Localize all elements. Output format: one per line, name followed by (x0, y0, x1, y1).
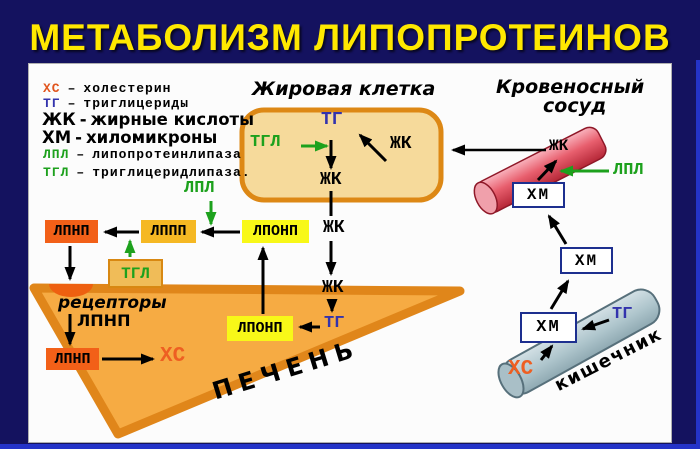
fa-chain-lower-label: ЖК (322, 278, 344, 298)
legend-row-lipoprotein-lipase: ЛПЛ–липопротеинлипаза (43, 147, 242, 162)
fa-vessel-label: ЖК (549, 137, 569, 155)
tg-in-cell-label: ТГ (321, 110, 343, 130)
legend-row-chylomicrons: ХМ-хиломикроны (42, 128, 218, 147)
arrow-xm-low-to-mid (549, 279, 570, 310)
legend-row-triglyceride-lipase: ТГЛ–триглицеридлипаза. (43, 165, 251, 180)
fat-cell-title: Жировая клетка (252, 78, 436, 100)
page-title: МЕТАБОЛИЗМ ЛИПОПРОТЕИНОВ (29, 17, 671, 58)
chol-liver-label: ХС (160, 345, 186, 368)
legend-row-cholesterol: ХС–холестерин (43, 81, 172, 96)
vldl-liver-box: ЛПОНП (227, 316, 293, 341)
fa-right-label: ЖК (390, 134, 412, 154)
blood-vessel-shape (473, 126, 607, 215)
legend-abbr: ХМ (42, 128, 72, 147)
legend-abbr: ЛПЛ (43, 147, 70, 162)
idl-box: ЛППП (141, 220, 196, 243)
arrow-chol-to-xm (539, 344, 554, 361)
xm-mid-box: ХМ (560, 247, 613, 274)
xm-intestine-box: ХМ (520, 312, 577, 343)
fa-bottom-label: ЖК (320, 170, 342, 190)
receptors-label: рецепторы (58, 293, 167, 313)
vessel-title-line1: Кровеносный (496, 76, 645, 98)
legend-abbr: ТГ (43, 96, 61, 111)
ldl-receptor-notch (49, 284, 93, 297)
right-accent-line (696, 60, 700, 449)
bottom-accent-line (0, 444, 700, 449)
intestine-shape (497, 288, 661, 399)
arrow-xm-mid-to-vessel (547, 214, 568, 245)
tgl-in-cell-label: ТГЛ (250, 133, 281, 152)
tgl-enzyme-box: ТГЛ (108, 259, 163, 288)
fat-cell-shape (239, 107, 444, 203)
arrow-fa-to-tg (358, 133, 388, 163)
vldl-box: ЛПОНП (242, 220, 309, 243)
lpl-vessel-label: ЛПЛ (613, 161, 644, 180)
tg-intestine-label: ТГ (612, 305, 633, 324)
receptors-ldl-label: ЛПНП (77, 311, 131, 330)
legend-row-fatty-acids: ЖК-жирные кислоты (42, 110, 255, 129)
fa-chain-upper-label: ЖК (323, 218, 345, 238)
legend-desc: хиломикроны (86, 128, 218, 147)
ldl-liver-box: ЛПНП (46, 348, 99, 370)
legend-desc: триглицериды (83, 96, 190, 111)
legend-desc: жирные кислоты (90, 110, 255, 129)
legend-abbr: ТГЛ (43, 165, 70, 180)
vessel-title-line2: сосуд (543, 95, 607, 117)
legend-row-triglycerides: ТГ–триглицериды (43, 96, 190, 111)
legend-abbr: ХС (43, 81, 61, 96)
chol-intestine-label: ХС (508, 358, 534, 381)
arrow-tg-to-xm (581, 318, 610, 331)
legend-desc: холестерин (83, 81, 172, 96)
ldl-box: ЛПНП (45, 220, 98, 243)
tg-chain-label: ТГ (324, 314, 345, 333)
legend-abbr: ЖК (42, 110, 76, 129)
xm-vessel-box: ХМ (512, 182, 565, 208)
lpl-mid-label: ЛПЛ (184, 179, 215, 198)
legend-desc: триглицеридлипаза. (92, 165, 251, 180)
legend-desc: липопротеинлипаза (92, 147, 242, 162)
arrow-xm-to-fa (536, 159, 558, 182)
